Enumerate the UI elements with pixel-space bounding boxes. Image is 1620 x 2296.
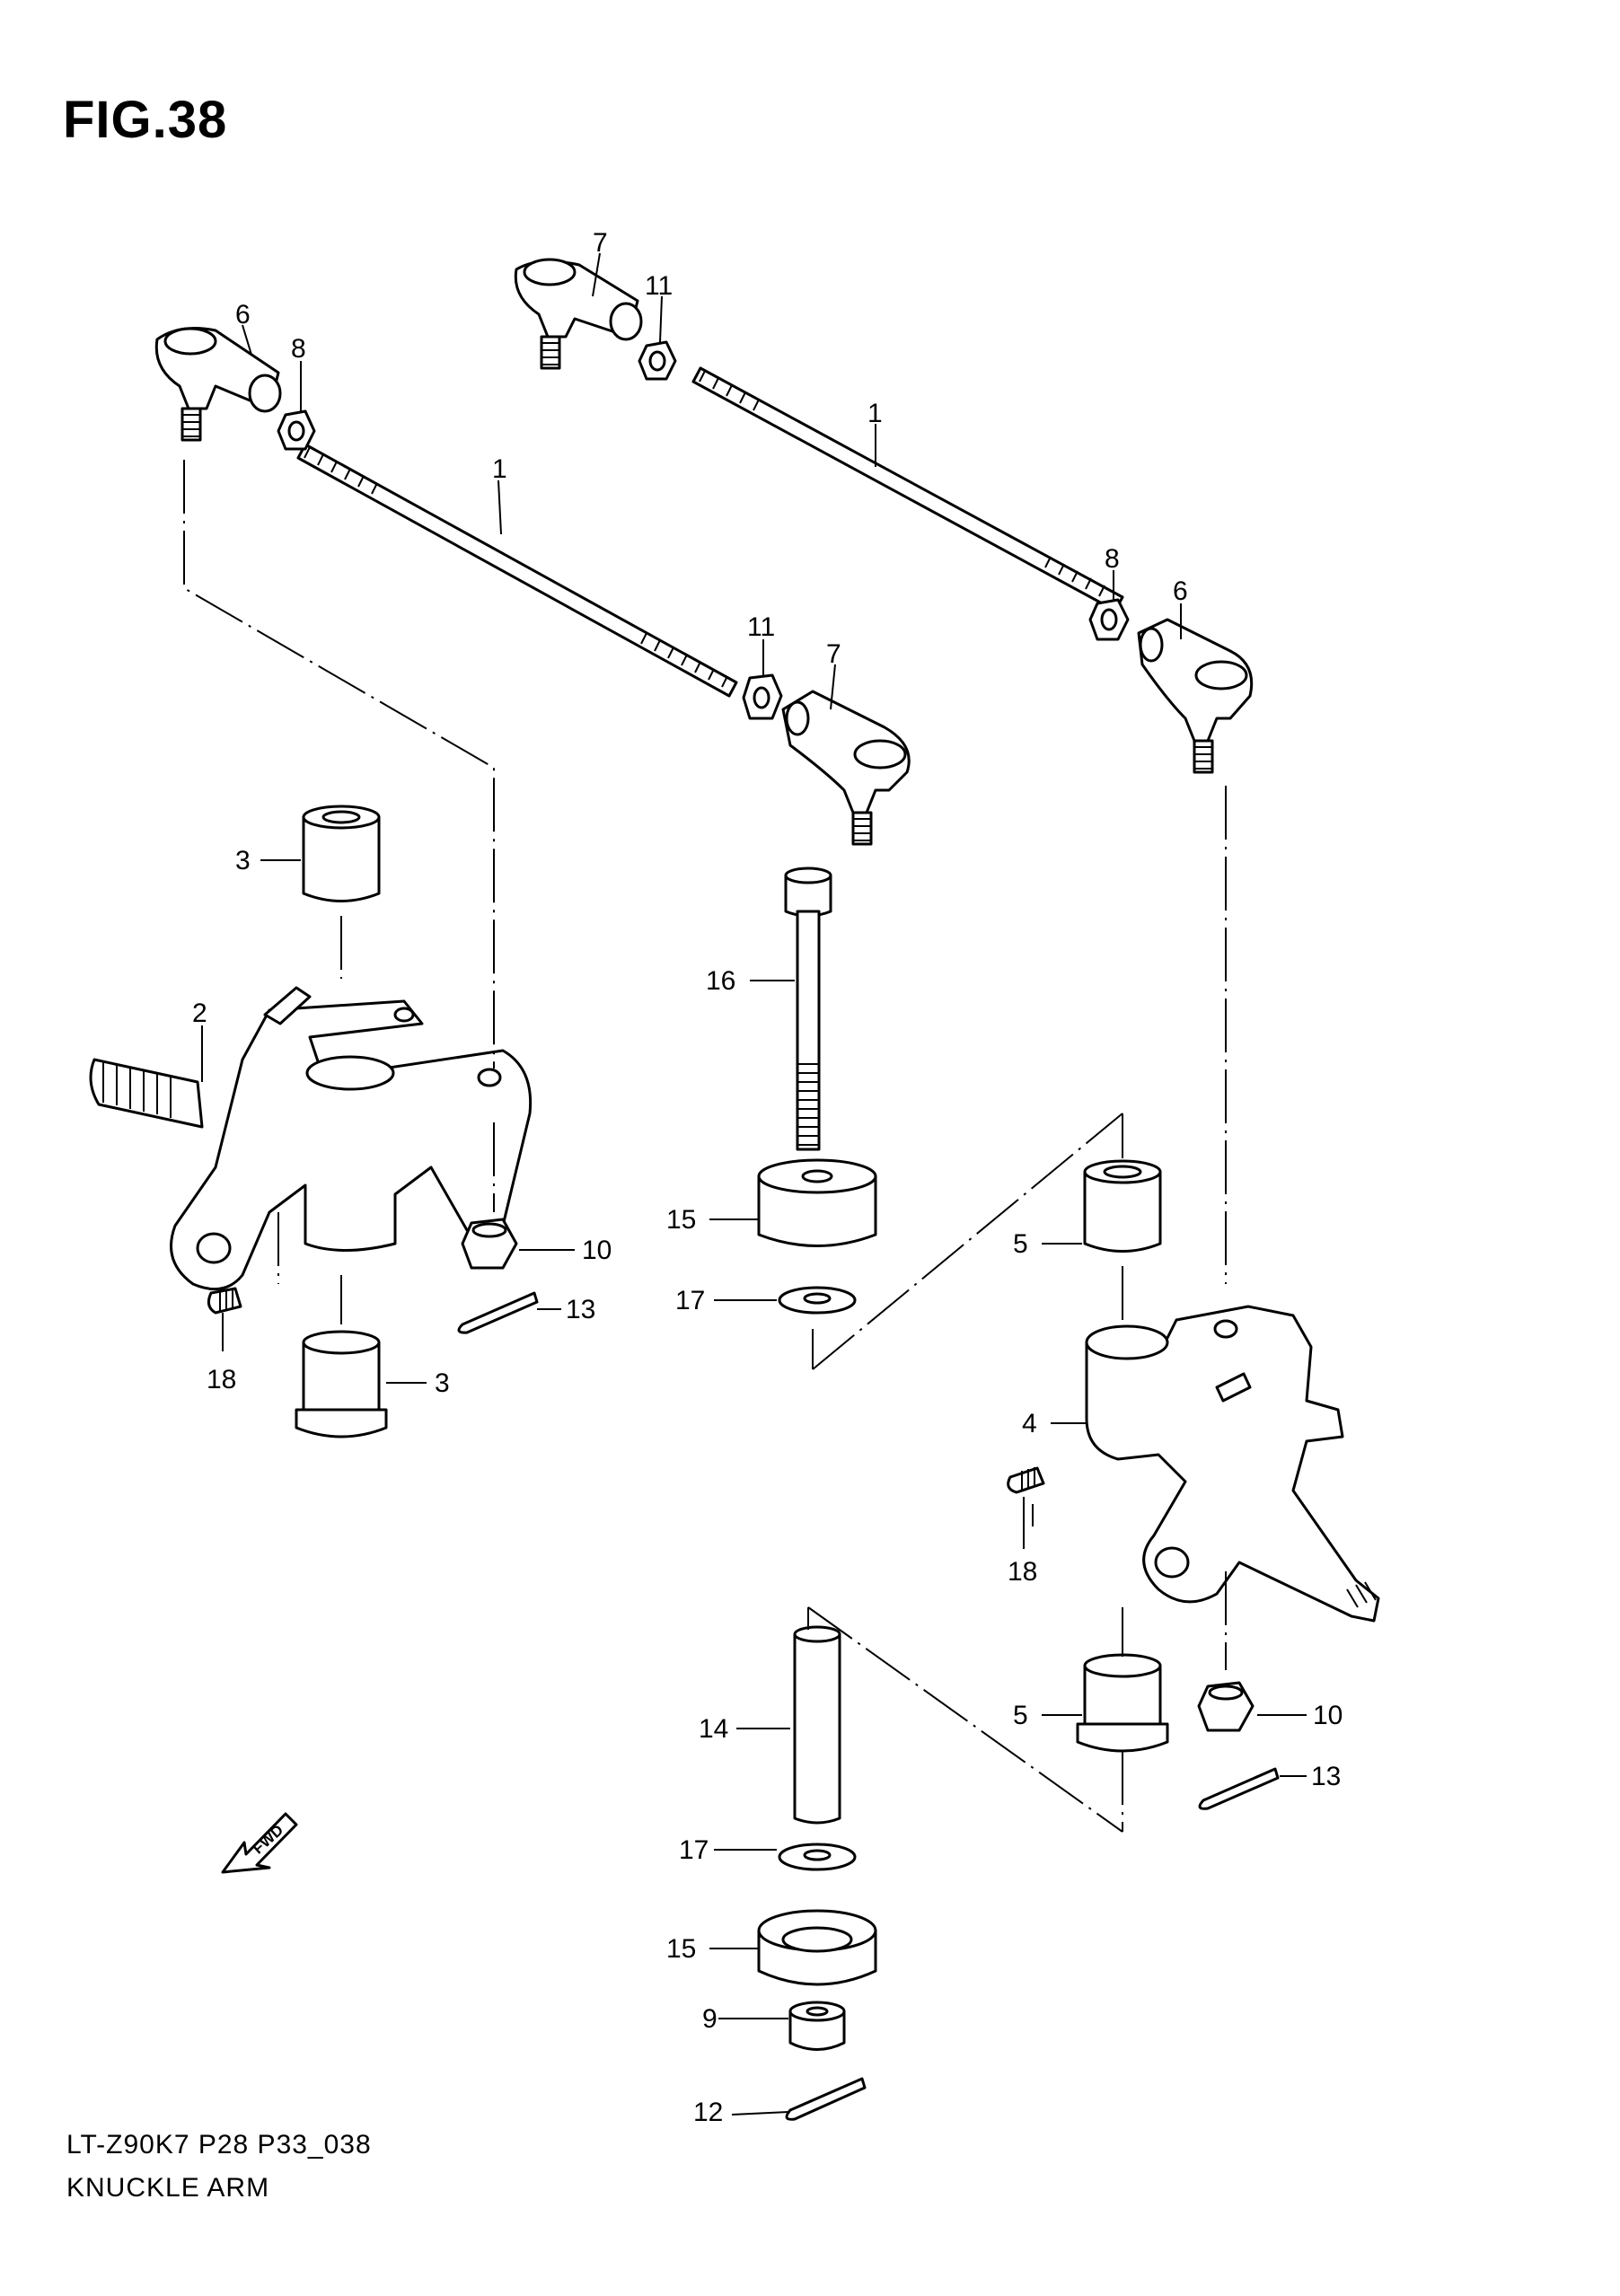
nut-left-10	[461, 1218, 518, 1270]
callout-7-right: 7	[593, 228, 608, 258]
callout-5-top: 5	[1013, 1229, 1028, 1259]
nut-right-8	[1088, 598, 1130, 641]
pin-14	[793, 1625, 841, 1825]
tie-rod-end-right-inner	[1137, 618, 1254, 774]
callouts: 6 8 1 7 11 1 11 7 8 6 3 2 3 10 13 18 16 …	[192, 228, 1343, 2127]
forward-arrow-icon: FWD	[221, 1812, 298, 1874]
model-code: LT-Z90K7 P28 P33_038	[66, 2130, 372, 2160]
callout-17-top: 17	[675, 1286, 705, 1315]
bushing-left-top	[302, 805, 381, 902]
leader-lines	[201, 252, 1307, 2116]
spacer-15-top	[757, 1158, 877, 1247]
cotter-pin-12	[785, 2077, 867, 2121]
section-name: KNUCKLE ARM	[66, 2173, 270, 2203]
castle-nut-9	[788, 2001, 846, 2051]
callout-8-left: 8	[291, 334, 306, 364]
cotter-pin-left-13	[457, 1291, 539, 1334]
callout-9: 9	[702, 2004, 718, 2034]
callout-15-bottom: 15	[666, 1934, 696, 1964]
callout-3-bottom: 3	[435, 1368, 450, 1398]
callout-10-left: 10	[582, 1236, 612, 1265]
callout-1-left: 1	[492, 454, 507, 484]
callout-14: 14	[699, 1714, 728, 1744]
bolt-16	[784, 866, 832, 1151]
washer-17-top	[778, 1286, 857, 1315]
nut-left-8	[277, 409, 316, 451]
assembly-lines	[183, 460, 1227, 1833]
callout-1-right: 1	[867, 399, 883, 428]
knuckle-arm-left	[89, 986, 533, 1291]
cotter-pin-right-13	[1198, 1767, 1280, 1810]
figure-title: FIG.38	[63, 91, 228, 149]
callout-18-left: 18	[207, 1365, 236, 1394]
callout-13-left: 13	[566, 1295, 595, 1324]
nut-left-11	[742, 673, 783, 720]
callout-16: 16	[706, 966, 735, 996]
callout-4: 4	[1022, 1409, 1037, 1438]
knuckle-arm-right	[1085, 1305, 1380, 1623]
spacer-15-bottom	[757, 1909, 877, 1986]
callout-13-right: 13	[1311, 1762, 1341, 1791]
bushing-right-bottom	[1076, 1653, 1169, 1753]
callout-15-top: 15	[666, 1205, 696, 1235]
nut-right-11	[638, 340, 677, 381]
bushing-left-bottom	[295, 1330, 388, 1438]
callout-7-left: 7	[826, 639, 841, 669]
tie-rod-right	[691, 366, 1124, 612]
tie-rod-end-left-outer	[154, 327, 282, 442]
washer-17-bottom	[778, 1843, 857, 1871]
tie-rod-end-left-inner	[781, 690, 911, 846]
callout-18-right: 18	[1008, 1557, 1037, 1587]
callout-6-right: 6	[1173, 576, 1188, 606]
callout-11-left: 11	[747, 612, 775, 642]
callout-6-left: 6	[235, 300, 251, 330]
tie-rod-end-right-outer	[514, 258, 643, 370]
callout-12: 12	[693, 2098, 723, 2127]
callout-3-top: 3	[235, 846, 251, 875]
bushing-right-top	[1083, 1159, 1162, 1253]
callout-10-right: 10	[1313, 1701, 1343, 1730]
grease-nipple-right-18	[1007, 1466, 1045, 1494]
callout-2: 2	[192, 998, 207, 1028]
nut-right-10	[1197, 1681, 1255, 1732]
callout-5-bottom: 5	[1013, 1701, 1028, 1730]
callout-8-right: 8	[1105, 544, 1120, 574]
callout-11-right: 11	[645, 271, 673, 301]
tie-rod-left	[296, 443, 738, 698]
callout-17-bottom: 17	[679, 1835, 709, 1865]
grease-nipple-left-18	[207, 1287, 242, 1315]
